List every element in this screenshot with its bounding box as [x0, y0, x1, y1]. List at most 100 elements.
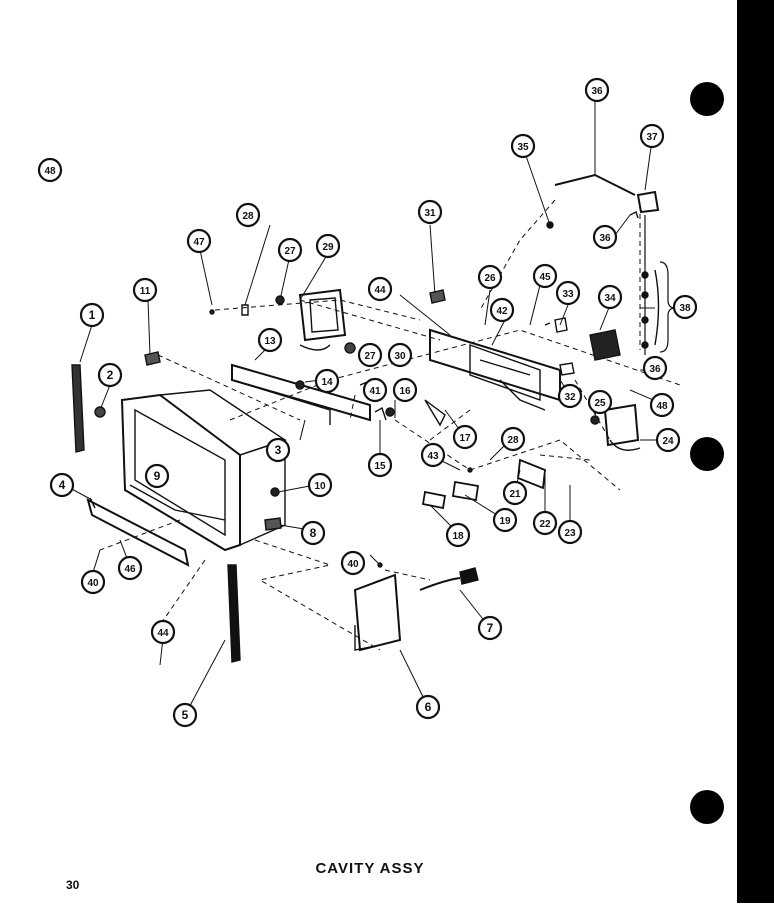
callout-9: 9	[144, 463, 170, 489]
callout-26: 26	[477, 264, 503, 290]
callout-33: 33	[555, 280, 581, 306]
callout-bubble	[357, 342, 383, 368]
callout-36: 36	[584, 77, 610, 103]
leader-lines	[69, 97, 666, 716]
callout-43: 43	[420, 442, 446, 468]
callout-label: 46	[124, 564, 136, 575]
page-edge-bar	[737, 0, 774, 903]
cavity-frame	[120, 389, 287, 552]
callout-label: 28	[242, 211, 254, 222]
callout-bubble	[417, 199, 443, 225]
callout-label: 21	[509, 489, 521, 500]
callout-label: 45	[539, 272, 551, 283]
callout-2: 2	[97, 362, 123, 388]
callout-bubble	[532, 263, 558, 289]
callout-bubble	[97, 362, 123, 388]
callout-label: 24	[662, 436, 674, 447]
callout-label: 17	[459, 433, 471, 444]
callout-label: 1	[89, 308, 96, 322]
callout-label: 10	[314, 481, 326, 492]
callout-30: 30	[387, 342, 413, 368]
callout-label: 35	[517, 142, 529, 153]
callout-label: 14	[321, 377, 333, 388]
callout-label: 16	[399, 386, 411, 397]
callout-45: 45	[532, 263, 558, 289]
duct-6	[353, 573, 402, 652]
callout-16: 16	[392, 377, 418, 403]
page-number: 30	[66, 878, 80, 892]
assembly-lines	[99, 199, 681, 651]
callout-label: 23	[564, 528, 576, 539]
callout-label: 43	[427, 451, 439, 462]
callout-36: 36	[592, 224, 618, 250]
callout-label: 40	[347, 559, 359, 570]
callout-bubble	[80, 569, 106, 595]
callout-label: 27	[284, 246, 296, 257]
callout-35: 35	[510, 133, 536, 159]
callout-label: 15	[374, 461, 386, 472]
callout-7: 7	[477, 615, 503, 641]
callout-label: 30	[394, 351, 406, 362]
brace-38	[659, 261, 676, 353]
callout-bubble	[502, 480, 528, 506]
callout-label: 7	[487, 621, 494, 635]
callout-bubble	[655, 427, 681, 453]
callout-21: 21	[502, 480, 528, 506]
vertical-strip-5	[227, 564, 241, 663]
callout-bubble	[532, 510, 558, 536]
callout-44: 44	[150, 619, 176, 645]
callout-group: 1234567891011131415161718192122232425262…	[37, 77, 698, 728]
callout-label: 25	[594, 398, 606, 409]
small-hardware	[94, 211, 639, 568]
callout-bubble	[555, 280, 581, 306]
callout-bubble	[79, 302, 105, 328]
callout-label: 18	[452, 531, 464, 542]
callout-19: 19	[492, 507, 518, 533]
callout-bubble	[649, 392, 675, 418]
callout-label: 27	[364, 351, 376, 362]
callout-4: 4	[49, 472, 75, 498]
callout-label: 38	[679, 303, 691, 314]
callout-bubble	[172, 702, 198, 728]
callout-1: 1	[79, 302, 105, 328]
callout-label: 28	[507, 435, 519, 446]
callout-label: 44	[374, 285, 386, 296]
callout-label: 37	[646, 132, 658, 143]
callout-label: 11	[140, 286, 151, 297]
callout-bubble	[340, 550, 366, 576]
callout-17: 17	[452, 424, 478, 450]
callout-48: 48	[649, 392, 675, 418]
callout-28: 28	[235, 202, 261, 228]
callout-label: 41	[369, 386, 381, 397]
callout-bubble	[37, 157, 63, 183]
callout-18: 18	[445, 522, 471, 548]
callout-47: 47	[186, 228, 212, 254]
callout-bubble	[639, 123, 665, 149]
callout-bubble	[387, 342, 413, 368]
callout-bubble	[367, 276, 393, 302]
callout-42: 42	[489, 297, 515, 323]
callout-label: 31	[424, 208, 436, 219]
page-title: CAVITY ASSY	[315, 860, 425, 877]
callout-bubble	[500, 426, 526, 452]
callout-14: 14	[314, 368, 340, 394]
callout-40: 40	[340, 550, 366, 576]
callout-label: 36	[599, 233, 611, 244]
callout-bubble	[415, 694, 441, 720]
control-panel-assembly	[429, 328, 561, 411]
callout-bubble	[489, 297, 515, 323]
callout-label: 8	[310, 526, 317, 540]
callout-label: 47	[193, 237, 205, 248]
callout-11: 11	[132, 277, 158, 303]
callout-bubble	[300, 520, 326, 546]
callout-32: 32	[557, 383, 583, 409]
callout-bubble	[587, 389, 613, 415]
callout-label: 4	[59, 478, 66, 492]
callout-28: 28	[500, 426, 526, 452]
callout-25: 25	[587, 389, 613, 415]
callout-label: 44	[157, 628, 169, 639]
binder-hole	[690, 790, 724, 824]
callout-bubble	[132, 277, 158, 303]
callout-bubble	[277, 237, 303, 263]
